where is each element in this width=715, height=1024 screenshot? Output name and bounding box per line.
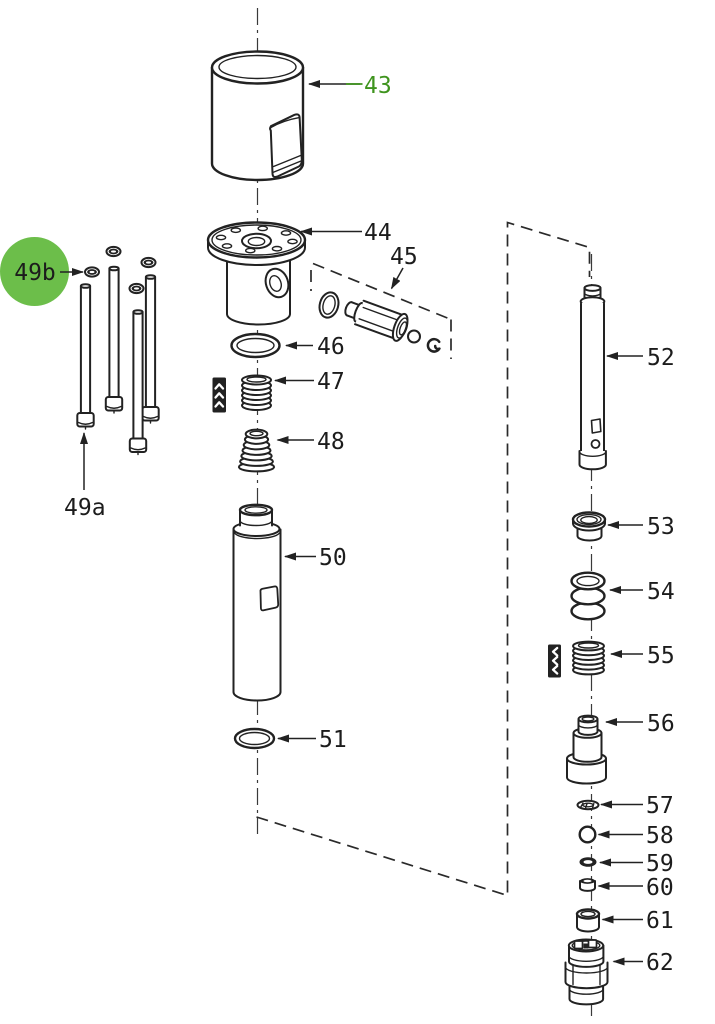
grease-icon [212,377,226,413]
screw [76,283,95,430]
screw [141,274,160,424]
callout-45[interactable]: 45 [390,244,418,290]
callout-49b[interactable]: 49b [14,260,84,286]
screw [104,265,124,414]
callout-label-50[interactable]: 50 [319,545,347,571]
part-60-ring [579,878,596,892]
part-49a-screws [76,265,160,456]
part-49b-washers [84,245,157,295]
callout-44[interactable]: 44 [300,220,392,246]
callout-label-49a[interactable]: 49a [64,495,106,521]
screw [128,309,148,456]
callout-57[interactable]: 57 [600,793,674,819]
callout-55[interactable]: 55 [610,643,675,669]
callout-label-48[interactable]: 48 [317,429,345,455]
callout-label-52[interactable]: 52 [647,345,675,371]
center-lines [256,8,593,1016]
part-61-sleeve [575,908,601,933]
part-62-valve-housing [564,938,609,1006]
callout-label-46[interactable]: 46 [317,334,345,360]
callout-53[interactable]: 53 [607,514,675,540]
callout-label-54[interactable]: 54 [647,579,675,605]
callout-label-51[interactable]: 51 [319,727,347,753]
part-46-o-ring [230,332,281,359]
callout-49a[interactable]: 49a [64,432,106,521]
part-55-spring [572,640,605,676]
callout-46[interactable]: 46 [285,334,345,360]
callout-58[interactable]: 58 [597,823,674,849]
callout-label-43[interactable]: 43 [364,73,392,99]
part-53-bushing [571,511,607,542]
callout-48[interactable]: 48 [276,429,345,455]
callout-43[interactable]: 43 [308,73,392,99]
part-45-fitting-assembly [318,291,441,353]
part-54-spring [570,571,606,621]
callout-label-53[interactable]: 53 [647,514,675,540]
part-50-cylinder [232,503,282,702]
part-57-washer [576,799,600,811]
callout-47[interactable]: 47 [274,369,345,395]
assembly-guide-dashed-lines [256,221,591,897]
callout-label-60[interactable]: 60 [646,875,674,901]
part-52-piston-rod [578,284,607,471]
callout-62[interactable]: 62 [612,950,674,976]
callout-label-45[interactable]: 45 [390,244,418,270]
part-58-ball [578,825,597,844]
callout-label-61[interactable]: 61 [646,908,674,934]
callout-61[interactable]: 61 [601,908,674,934]
callout-label-62[interactable]: 62 [646,950,674,976]
callout-60[interactable]: 60 [597,875,674,901]
leader-line [390,267,404,290]
part-44-flanged-head [206,221,307,326]
callout-label-56[interactable]: 56 [647,711,675,737]
callout-label-57[interactable]: 57 [646,793,674,819]
callout-label-59[interactable]: 59 [646,851,674,877]
callout-label-58[interactable]: 58 [646,823,674,849]
callout-label-47[interactable]: 47 [317,369,345,395]
callout-54[interactable]: 54 [609,579,675,605]
callout-51[interactable]: 51 [277,727,347,753]
washer-highlighted-49b [84,266,100,278]
callout-label-49b[interactable]: 49b [14,260,56,286]
part-48-conical-spring [237,428,276,473]
callout-label-44[interactable]: 44 [364,220,392,246]
callout-56[interactable]: 56 [605,711,675,737]
part-59-seal [579,857,597,867]
callout-52[interactable]: 52 [606,345,675,371]
callout-59[interactable]: 59 [599,851,674,877]
highlight-circle-49b[interactable] [0,237,69,306]
callout-label-55[interactable]: 55 [647,643,675,669]
part-51-o-ring [233,727,276,750]
part-43-cylinder [210,50,305,182]
part-56-valve-piece [566,714,607,785]
washer [140,256,157,269]
washer [105,245,122,258]
callout-50[interactable]: 50 [284,545,347,571]
part-47-spring [241,374,272,411]
grease-icon [548,644,561,678]
washer [128,282,145,295]
